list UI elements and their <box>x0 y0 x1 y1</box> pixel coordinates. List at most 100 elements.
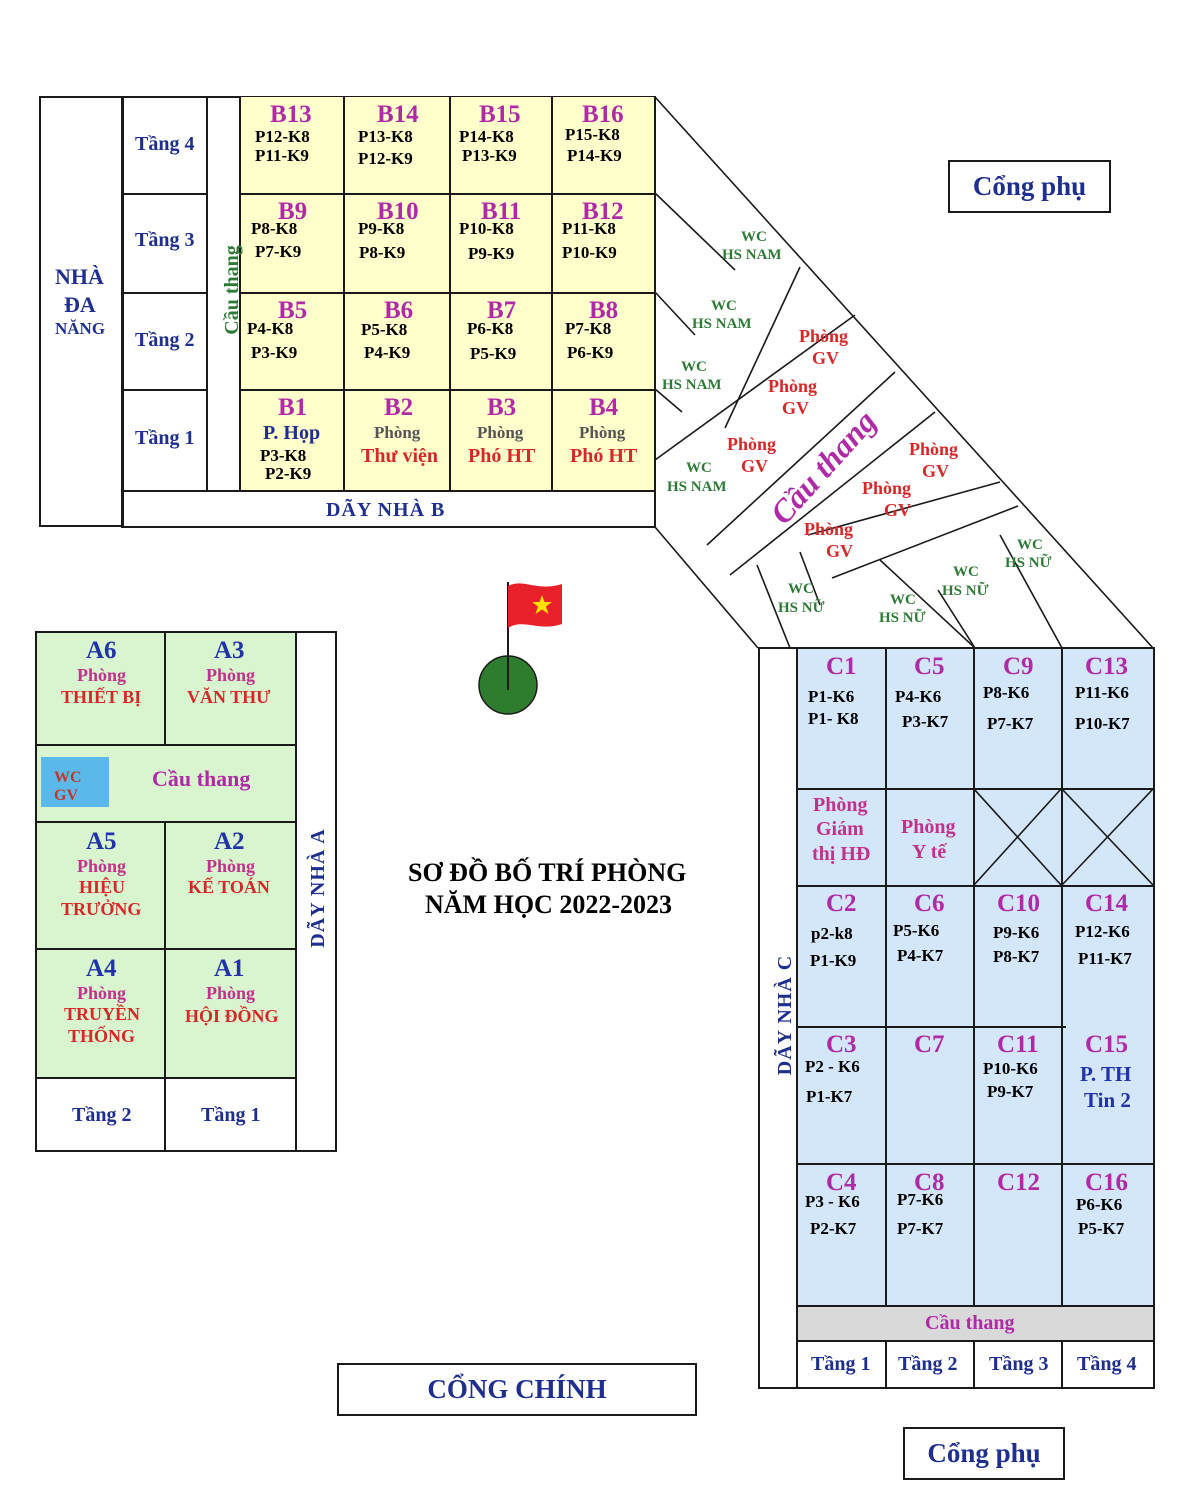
room-a3-label: VĂN THƯ <box>187 687 271 707</box>
gv-room-3: Phòng <box>727 434 777 454</box>
room-b3-label: Phó HT <box>468 445 536 467</box>
building-b-floor-4: Tầng 4 <box>135 133 195 155</box>
wc-label-1: WC <box>741 229 767 245</box>
gv-room-5-gv: GV <box>884 500 911 520</box>
room-a5-label-2: TRƯỞNG <box>61 899 142 919</box>
building-b-name: DÃY NHÀ B <box>326 499 446 521</box>
building-c-frame <box>758 647 1155 1389</box>
building-c-stair: Cầu thang <box>925 1312 1015 1334</box>
gv-room-6-gv: GV <box>826 541 853 561</box>
room-c2: C2 <box>826 890 857 917</box>
room-proctor-1: Phòng <box>813 794 868 816</box>
room-b11-line2: P9-K9 <box>468 244 515 263</box>
room-c6-line1: P5-K6 <box>893 921 940 940</box>
side-gate-bottom: Cổng phụ <box>903 1427 1065 1480</box>
room-b10-line2: P8-K9 <box>359 243 406 262</box>
room-c3: C3 <box>826 1031 857 1058</box>
room-c11: C11 <box>997 1031 1039 1058</box>
room-a6-label: THIẾT BỊ <box>61 687 142 707</box>
room-a3-sub: Phòng <box>206 665 256 685</box>
room-a4-label-1: TRUYỀN <box>64 1004 141 1024</box>
room-c1-line1: P1-K6 <box>808 687 855 706</box>
gv-room-2-gv: GV <box>782 398 809 418</box>
building-a-rooms-bg <box>36 632 296 1078</box>
room-c10: C10 <box>997 890 1041 917</box>
building-b-floor-1: Tầng 1 <box>135 427 195 449</box>
room-b1-line1: P3-K8 <box>260 446 307 465</box>
room-b1: B1 <box>278 394 308 421</box>
closed-rooms-cross-icon <box>974 789 1154 886</box>
wc-label-3: WC <box>681 359 707 375</box>
room-b8-line2: P6-K9 <box>567 343 614 362</box>
wc-label-4: WC <box>686 460 712 476</box>
room-b11: B11 <box>481 198 522 225</box>
multipurpose-hall <box>39 96 124 527</box>
room-b12: B12 <box>582 198 624 225</box>
wc-hs-nam-4: HS NAM <box>667 479 727 495</box>
room-b6: B6 <box>384 297 414 324</box>
room-b4-sub: Phòng <box>579 423 626 442</box>
room-c15: C15 <box>1085 1031 1129 1058</box>
room-a2-label: KẾ TOÁN <box>188 877 270 897</box>
room-c16-line2: P5-K7 <box>1078 1219 1125 1238</box>
wc-hs-nu-4: HS NỮ <box>879 610 926 626</box>
room-b7: B7 <box>487 297 517 324</box>
wc-hs-nam-3: HS NAM <box>662 377 722 393</box>
room-b5-line2: P3-K9 <box>251 343 298 362</box>
room-c13: C13 <box>1085 653 1129 680</box>
room-a2-sub: Phòng <box>206 856 256 876</box>
room-c9: C9 <box>1003 653 1034 680</box>
room-c6-line2: P4-K7 <box>897 946 944 965</box>
plan-title-line2: NĂM HỌC 2022-2023 <box>425 890 672 919</box>
room-b16-line2: P14-K9 <box>567 146 622 165</box>
room-c10-line1: P9-K6 <box>993 923 1040 942</box>
room-c2-line1: p2-k8 <box>811 924 853 943</box>
room-c14-line2: P11-K7 <box>1078 949 1132 968</box>
plan-title-line1: SƠ ĐỒ BỐ TRÍ PHÒNG <box>408 858 687 887</box>
room-a1: A1 <box>214 955 245 982</box>
building-a-floor-1: Tầng 1 <box>201 1104 261 1126</box>
building-c-stair-bg <box>798 1306 1153 1340</box>
room-b16: B16 <box>582 101 624 128</box>
room-c3-line2: P1-K7 <box>806 1087 853 1106</box>
room-c4-line2: P2-K7 <box>810 1219 857 1238</box>
multipurpose-label-1: NHÀ <box>55 264 104 289</box>
room-b2-label: Thư viện <box>361 445 439 467</box>
room-b6-line2: P4-K9 <box>364 343 411 362</box>
building-c-floor-3: Tầng 3 <box>989 1353 1049 1375</box>
building-c-name: DÃY NHÀ C <box>774 954 796 1076</box>
room-c13-line2: P10-K7 <box>1075 714 1130 733</box>
room-c9-line1: P8-K6 <box>983 683 1030 702</box>
room-c1: C1 <box>826 653 857 680</box>
room-b3-sub: Phòng <box>477 423 524 442</box>
gv-room-1: Phòng <box>799 326 849 346</box>
room-c6: C6 <box>914 890 945 917</box>
room-b15-line1: P14-K8 <box>459 127 514 146</box>
room-c15-line1: P. TH <box>1080 1062 1132 1086</box>
room-c8-line2: P7-K7 <box>897 1219 944 1238</box>
room-b10-line1: P9-K8 <box>358 219 405 238</box>
multipurpose-label-2: ĐA <box>64 292 96 317</box>
room-b14-line2: P12-K9 <box>358 149 413 168</box>
room-c10-line2: P8-K7 <box>993 947 1040 966</box>
room-c12: C12 <box>997 1169 1041 1196</box>
room-c14-line1: P12-K6 <box>1075 922 1130 941</box>
room-a5-sub: Phòng <box>77 856 127 876</box>
room-b4-label: Phó HT <box>570 445 638 467</box>
room-c11-line2: P9-K7 <box>987 1082 1034 1101</box>
gv-room-2: Phòng <box>768 376 818 396</box>
building-b-floor-2: Tầng 2 <box>135 329 195 351</box>
wc-hs-nu-3: HS NỮ <box>778 600 825 616</box>
multipurpose-label-3: NĂNG <box>55 319 106 338</box>
room-b8-line1: P7-K8 <box>565 319 612 338</box>
room-c3-line1: P2 - K6 <box>805 1057 860 1076</box>
building-b-floor-3: Tầng 3 <box>135 229 195 251</box>
room-b5-line1: P4-K8 <box>247 319 294 338</box>
gv-room-4-gv: GV <box>922 461 949 481</box>
wc-hs-nu-2: HS NỮ <box>942 583 989 599</box>
wc-label-6: WC <box>953 564 979 580</box>
room-b4: B4 <box>589 394 619 421</box>
room-c9-line2: P7-K7 <box>987 714 1034 733</box>
room-b16-line1: P15-K8 <box>565 125 620 144</box>
